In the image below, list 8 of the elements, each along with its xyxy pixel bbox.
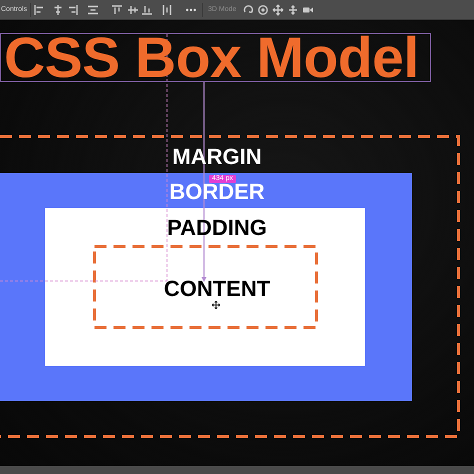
- padding-area: [45, 208, 365, 366]
- area-label: BORDER: [169, 181, 265, 203]
- area-label: CONTENT: [164, 278, 270, 300]
- border-area: [0, 173, 412, 401]
- area-label: PADDING: [167, 217, 267, 239]
- content-area: [93, 245, 318, 329]
- margin-area: [0, 135, 460, 438]
- title: CSS Box Model: [0, 33, 431, 82]
